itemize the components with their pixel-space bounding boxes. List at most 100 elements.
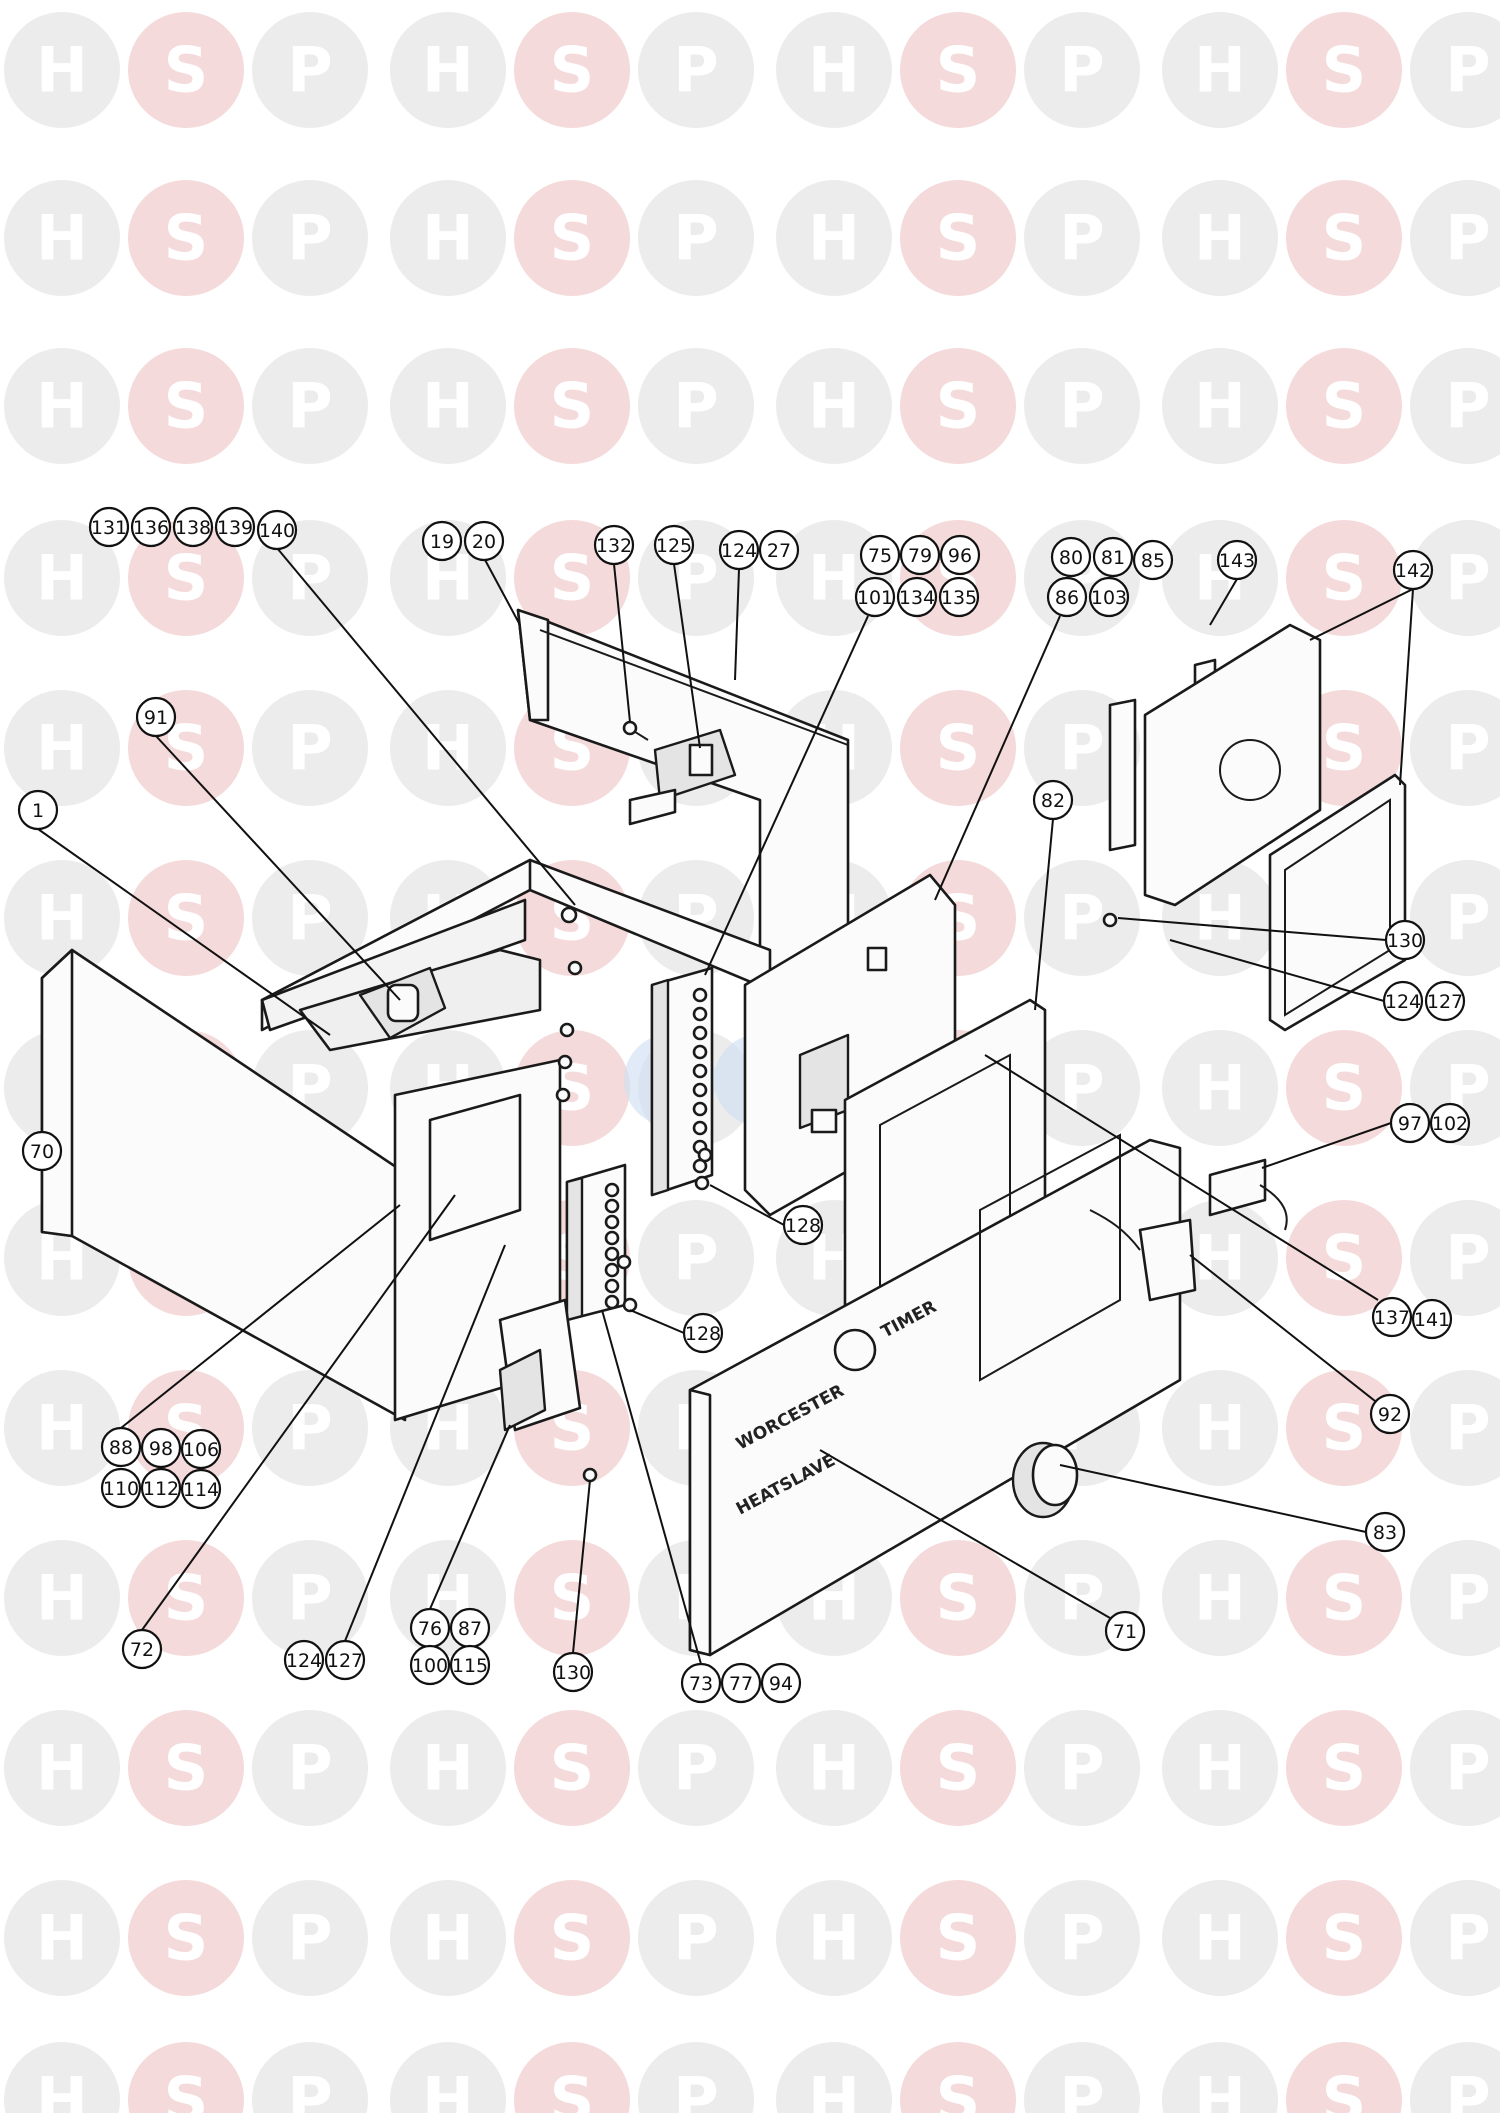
watermark-logo-circle: P xyxy=(252,348,368,464)
callout-79[interactable]: 79 xyxy=(899,534,941,576)
callout-125[interactable]: 125 xyxy=(653,524,695,566)
callout-72[interactable]: 72 xyxy=(121,1628,163,1670)
callout-number: 94 xyxy=(769,1673,793,1695)
callout-135[interactable]: 135 xyxy=(938,576,980,618)
callout-27[interactable]: 27 xyxy=(758,529,800,571)
callout-114[interactable]: 114 xyxy=(180,1468,222,1510)
callout-143[interactable]: 143 xyxy=(1216,539,1258,581)
callout-139[interactable]: 139 xyxy=(214,506,256,548)
callout-130[interactable]: 130 xyxy=(552,1651,594,1693)
callout-124[interactable]: 124 xyxy=(718,529,760,571)
watermark-logo-circle: P xyxy=(1410,860,1500,976)
watermark-logo-circle: H xyxy=(390,1710,506,1826)
terminal-screw xyxy=(604,1198,620,1214)
terminal-screw xyxy=(692,1025,708,1041)
callout-100[interactable]: 100 xyxy=(409,1644,451,1686)
watermark-letter: S xyxy=(936,1562,981,1635)
callout-circle xyxy=(899,534,941,576)
callout-134[interactable]: 134 xyxy=(896,576,938,618)
callout-94[interactable]: 94 xyxy=(760,1662,802,1704)
watermark-logo-circle: S xyxy=(1286,520,1402,636)
callout-142[interactable]: 142 xyxy=(1392,549,1434,591)
callout-127[interactable]: 127 xyxy=(324,1639,366,1681)
watermark-logo-circle: H xyxy=(776,1710,892,1826)
callout-101[interactable]: 101 xyxy=(854,576,896,618)
callout-number: 128 xyxy=(685,1323,721,1345)
callout-136[interactable]: 136 xyxy=(130,506,172,548)
callout-number: 140 xyxy=(259,520,295,542)
callout-140[interactable]: 140 xyxy=(256,509,298,551)
callout-20[interactable]: 20 xyxy=(463,520,505,562)
callout-115[interactable]: 115 xyxy=(449,1644,491,1686)
callout-1[interactable]: 1 xyxy=(17,789,59,831)
watermark-letter: H xyxy=(36,542,88,615)
watermark-letter: H xyxy=(36,34,88,107)
callout-77[interactable]: 77 xyxy=(720,1662,762,1704)
part-screws-128-130 xyxy=(582,912,1118,1483)
callout-number: 71 xyxy=(1113,1621,1137,1643)
callout-131[interactable]: 131 xyxy=(88,506,130,548)
watermark-letter: H xyxy=(422,34,474,107)
callout-73[interactable]: 73 xyxy=(680,1662,722,1704)
callout-110[interactable]: 110 xyxy=(100,1467,142,1509)
terminal-screw xyxy=(604,1278,620,1294)
watermark-logo-circle: P xyxy=(1024,1880,1140,1996)
callout-75[interactable]: 75 xyxy=(859,534,901,576)
callout-88[interactable]: 88 xyxy=(100,1426,142,1468)
callout-128[interactable]: 128 xyxy=(782,1204,824,1246)
callout-circle xyxy=(17,789,59,831)
callout-83[interactable]: 83 xyxy=(1364,1511,1406,1553)
callout-number: 97 xyxy=(1398,1113,1422,1135)
callout-132[interactable]: 132 xyxy=(593,524,635,566)
callout-112[interactable]: 112 xyxy=(140,1467,182,1509)
callout-97[interactable]: 97 xyxy=(1389,1102,1431,1144)
callout-124[interactable]: 124 xyxy=(283,1639,325,1681)
callout-106[interactable]: 106 xyxy=(180,1428,222,1470)
callout-81[interactable]: 81 xyxy=(1092,536,1134,578)
callout-124[interactable]: 124 xyxy=(1382,980,1424,1022)
watermark-logo-circle: P xyxy=(1410,180,1500,296)
watermark-logo-circle: S xyxy=(514,348,630,464)
callout-92[interactable]: 92 xyxy=(1369,1393,1411,1435)
watermark-letter: P xyxy=(1059,370,1104,443)
watermark-logo-circle: H xyxy=(390,1880,506,1996)
terminal-block-75-screws xyxy=(692,987,708,1174)
callout-91[interactable]: 91 xyxy=(135,696,177,738)
callout-19[interactable]: 19 xyxy=(421,520,463,562)
callout-103[interactable]: 103 xyxy=(1088,576,1130,618)
callout-85[interactable]: 85 xyxy=(1132,539,1174,581)
callout-128[interactable]: 128 xyxy=(682,1312,724,1354)
callout-141[interactable]: 141 xyxy=(1411,1298,1453,1340)
callout-circle xyxy=(1032,779,1074,821)
callout-130[interactable]: 130 xyxy=(1384,919,1426,961)
leader-line-92 xyxy=(1189,1254,1376,1402)
callout-98[interactable]: 98 xyxy=(140,1427,182,1469)
callout-70[interactable]: 70 xyxy=(21,1130,63,1172)
watermark-logo-circle: S xyxy=(128,348,244,464)
callout-71[interactable]: 71 xyxy=(1104,1610,1146,1652)
watermark-letter: P xyxy=(1445,542,1490,615)
callout-102[interactable]: 102 xyxy=(1429,1102,1471,1144)
watermark-logo-circle: H xyxy=(390,2042,506,2113)
watermark-logo-circle: H xyxy=(1162,12,1278,128)
watermark-logo-circle: S xyxy=(1286,1710,1402,1826)
terminal-block-73-screws xyxy=(604,1182,620,1310)
watermark-letter: S xyxy=(1322,34,1367,107)
callout-138[interactable]: 138 xyxy=(172,506,214,548)
watermark-logo-circle: H xyxy=(1162,1540,1278,1656)
watermark-letter: H xyxy=(422,1732,474,1805)
callout-80[interactable]: 80 xyxy=(1050,536,1092,578)
callout-76[interactable]: 76 xyxy=(409,1607,451,1649)
callout-82[interactable]: 82 xyxy=(1032,779,1074,821)
callout-96[interactable]: 96 xyxy=(939,534,981,576)
callout-86[interactable]: 86 xyxy=(1046,576,1088,618)
callout-number: 101 xyxy=(857,587,893,609)
callout-circle xyxy=(552,1651,594,1693)
callout-137[interactable]: 137 xyxy=(1371,1296,1413,1338)
callout-127[interactable]: 127 xyxy=(1424,980,1466,1022)
callout-87[interactable]: 87 xyxy=(449,1607,491,1649)
callout-number: 134 xyxy=(899,587,935,609)
callout-circle xyxy=(1046,576,1088,618)
watermark-logo-circle: H xyxy=(4,12,120,128)
watermark-logo-circle: H xyxy=(776,2042,892,2113)
